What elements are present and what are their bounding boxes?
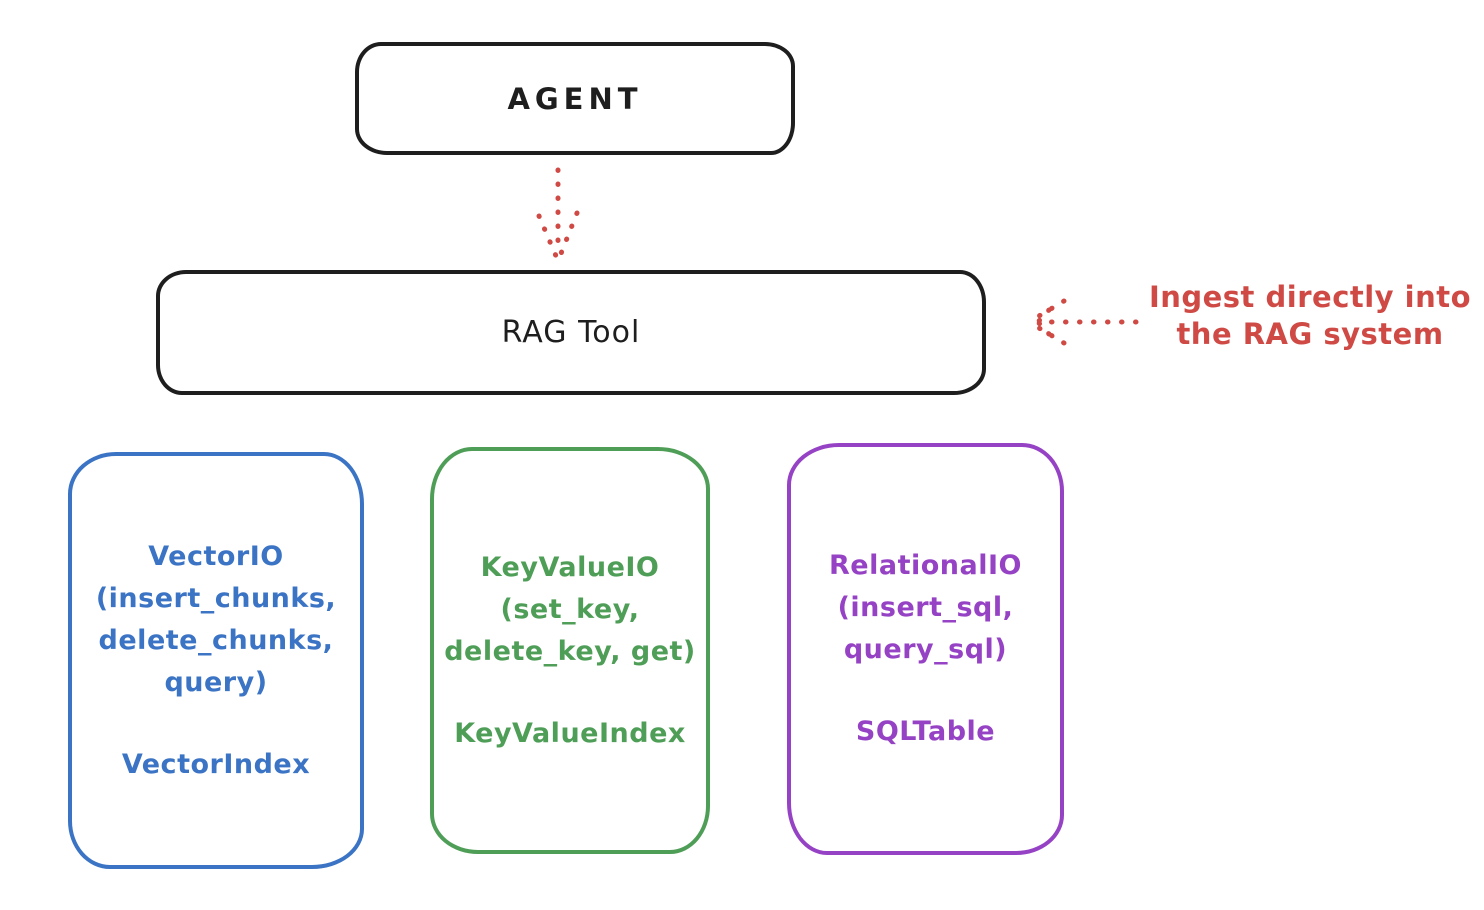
keyvalue-index-label: KeyValueIndex	[454, 717, 686, 749]
keyvalue-io-signature: KeyValueIO (set_key, delete_key, get)	[444, 547, 696, 673]
rag-tool-node: RAG Tool	[156, 270, 986, 395]
backend-box-relational-io: RelationalIO (insert_sql, query_sql) SQL…	[787, 443, 1064, 855]
ingest-annotation-line2: the RAG system	[1176, 317, 1444, 351]
vector-io-line: query)	[164, 666, 268, 698]
relational-io-line: RelationalIO	[829, 550, 1022, 581]
keyvalue-io-line: KeyValueIO	[480, 551, 660, 583]
vector-io-signature: VectorIO (insert_chunks, delete_chunks, …	[96, 536, 336, 704]
vector-index-label: VectorIndex	[121, 748, 311, 780]
vector-io-line: (insert_chunks,	[95, 582, 337, 614]
vector-io-line: delete_chunks,	[98, 624, 334, 656]
relational-io-signature: RelationalIO (insert_sql, query_sql)	[829, 545, 1022, 671]
arrow-agent-to-rag-icon	[536, 167, 580, 259]
arrow-annotation-to-rag-icon	[1026, 298, 1139, 346]
backend-box-keyvalue-io: KeyValueIO (set_key, delete_key, get) Ke…	[430, 447, 710, 854]
keyvalue-io-line: delete_key, get)	[444, 635, 696, 667]
relational-io-line: query_sql)	[843, 634, 1008, 665]
agent-node-label: AGENT	[507, 81, 643, 116]
relational-io-line: (insert_sql,	[837, 592, 1014, 623]
backend-box-vector-io: VectorIO (insert_chunks, delete_chunks, …	[68, 452, 364, 869]
ingest-annotation-line1: Ingest directly into	[1148, 280, 1472, 314]
agent-node: AGENT	[355, 42, 795, 155]
rag-tool-node-label: RAG Tool	[501, 315, 641, 350]
keyvalue-io-line: (set_key,	[500, 593, 640, 625]
sql-table-label: SQLTable	[855, 716, 996, 747]
vector-io-line: VectorIO	[148, 540, 284, 572]
ingest-annotation: Ingest directly into the RAG system	[1138, 279, 1482, 353]
